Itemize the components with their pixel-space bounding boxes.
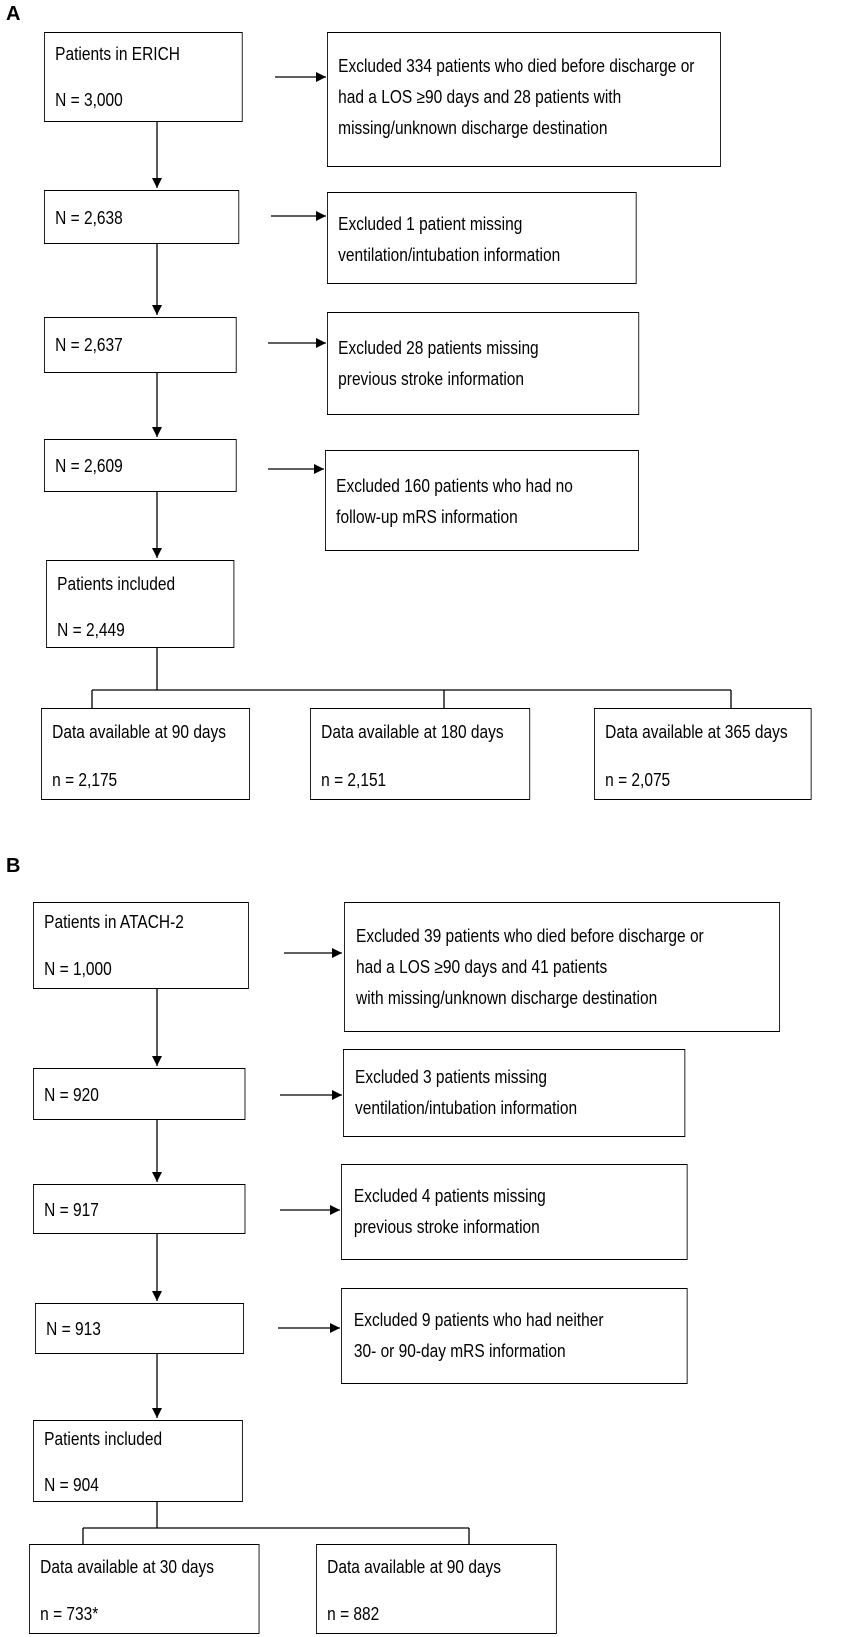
step-box-b3: N = 913 [35, 1303, 244, 1354]
exclusion-line: with missing/unknown discharge destinati… [356, 988, 658, 1008]
step-count: N = 920 [44, 1085, 99, 1105]
start-title: Patients in ERICH [55, 44, 180, 64]
exclusion-line: follow-up mRS information [336, 507, 518, 527]
included-count: N = 2,449 [57, 620, 125, 640]
exclusion-line: ventilation/intubation information [338, 245, 561, 265]
start-count: N = 3,000 [55, 90, 123, 110]
outcome-count: n = 2,175 [52, 770, 118, 790]
start-count: N = 1,000 [44, 959, 112, 979]
panel-b-label: B [6, 855, 21, 877]
outcome-title: Data available at 180 days [321, 722, 504, 742]
start-title: Patients in ATACH-2 [44, 912, 184, 932]
exclusion-box-b2: Excluded 3 patients missing ventilation/… [343, 1049, 686, 1137]
included-title: Patients included [57, 574, 176, 594]
exclusion-line: Excluded 160 patients who had no [336, 476, 573, 496]
outcome-box-a-90: Data available at 90 days n = 2,175 [41, 708, 250, 800]
included-title: Patients included [44, 1429, 163, 1449]
exclusion-box-a3: Excluded 28 patients missing previous st… [327, 312, 640, 415]
exclusion-line: had a LOS ≥90 days and 41 patients [356, 957, 608, 977]
outcome-title: Data available at 90 days [52, 722, 227, 742]
exclusion-line: ventilation/intubation information [355, 1098, 578, 1118]
exclusion-line: Excluded 39 patients who died before dis… [356, 926, 704, 946]
exclusion-line: had a LOS ≥90 days and 28 patients with [338, 87, 622, 107]
exclusion-line: Excluded 9 patients who had neither [353, 1310, 604, 1330]
outcome-title: Data available at 90 days [327, 1557, 502, 1577]
exclusion-line: missing/unknown discharge destination [338, 118, 608, 138]
exclusion-line: previous stroke information [338, 369, 525, 389]
exclusion-line: Excluded 3 patients missing [355, 1067, 547, 1087]
step-count: N = 917 [44, 1200, 99, 1220]
outcome-box-b-90: Data available at 90 days n = 882 [316, 1544, 557, 1634]
step-count: N = 913 [46, 1319, 101, 1339]
step-box-a1: N = 2,638 [44, 190, 240, 244]
step-box-b2: N = 917 [33, 1184, 246, 1234]
outcome-box-a-365: Data available at 365 days n = 2,075 [594, 708, 812, 800]
included-count: N = 904 [44, 1475, 99, 1495]
exclusion-line: Excluded 1 patient missing [338, 214, 523, 234]
step-box-b1: N = 920 [33, 1068, 246, 1120]
erich-start-box: Patients in ERICH N = 3,000 [44, 32, 243, 122]
outcome-title: Data available at 365 days [605, 722, 788, 742]
exclusion-box-b4: Excluded 9 patients who had neither 30- … [341, 1288, 688, 1384]
step-box-a3: N = 2,609 [44, 439, 237, 492]
step-count: N = 2,638 [55, 208, 123, 228]
step-box-a2: N = 2,637 [44, 317, 237, 373]
exclusion-box-b1: Excluded 39 patients who died before dis… [344, 902, 781, 1032]
outcome-count: n = 882 [327, 1604, 380, 1624]
atach-start-box: Patients in ATACH-2 N = 1,000 [33, 902, 249, 989]
included-box-a: Patients included N = 2,449 [46, 560, 235, 648]
exclusion-box-a2: Excluded 1 patient missing ventilation/i… [327, 192, 637, 284]
outcome-count: n = 733* [40, 1604, 99, 1624]
exclusion-line: Excluded 334 patients who died before di… [338, 56, 695, 76]
outcome-count: n = 2,075 [605, 770, 671, 790]
exclusion-line: Excluded 28 patients missing [338, 338, 539, 358]
exclusion-box-b3: Excluded 4 patients missing previous str… [341, 1164, 688, 1260]
panel-a-label: A [6, 3, 21, 25]
exclusion-box-a1: Excluded 334 patients who died before di… [327, 32, 721, 167]
outcome-box-a-180: Data available at 180 days n = 2,151 [310, 708, 531, 800]
included-box-b: Patients included N = 904 [33, 1420, 243, 1502]
outcome-box-b-30: Data available at 30 days n = 733* [29, 1544, 260, 1634]
step-count: N = 2,609 [55, 456, 123, 476]
exclusion-line: Excluded 4 patients missing [353, 1186, 546, 1206]
outcome-count: n = 2,151 [321, 770, 387, 790]
exclusion-box-a4: Excluded 160 patients who had no follow-… [325, 450, 639, 551]
exclusion-line: 30- or 90-day mRS information [353, 1341, 566, 1361]
outcome-title: Data available at 30 days [40, 1557, 215, 1577]
exclusion-line: previous stroke information [353, 1217, 540, 1237]
step-count: N = 2,637 [55, 335, 123, 355]
